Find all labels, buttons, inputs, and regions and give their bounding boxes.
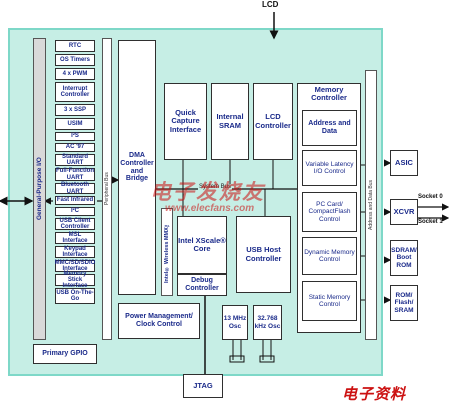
lcd-controller: LCD Controller (253, 83, 293, 160)
dynamic-memory-control: Dynamic Memory Control (302, 237, 357, 275)
asic-block: ASIC (390, 150, 418, 176)
peripheral-item: Interrupt Controller (55, 82, 95, 102)
peripheral-item: 3 x SSP (55, 104, 95, 116)
peripheral-item: RTC (55, 40, 95, 52)
rom-flash-sram-block: ROM/ Flash/ SRAM (390, 285, 418, 321)
watermark-url: www.elecfans.com (165, 203, 255, 214)
system-bus-label: System Bus (198, 184, 233, 190)
pc-card-compactflash-control: PC Card/ CompactFlash Control (302, 192, 357, 232)
wireless-mmx-bar: Intel® Wireless MMX™ (161, 208, 173, 296)
watermark-corner: 电子资料 (342, 385, 407, 403)
peripheral-item: Bluetooth UART (55, 182, 95, 195)
xscale-core: Intel XScale® Core (177, 216, 227, 274)
peripheral-item: Standard UART (55, 154, 95, 166)
socket0-label: Socket 0 (418, 194, 443, 200)
osc-13mhz: 13 MHz Osc (222, 305, 248, 340)
variable-latency-io-control: Variable Latency I/O Control (302, 150, 357, 186)
static-memory-control: Static Memory Control (302, 281, 357, 321)
jtag-block: JTAG (183, 374, 223, 398)
peripheral-item: USB Client Controller (55, 218, 95, 230)
socket1-label: Socket 1 (418, 219, 443, 225)
peripheral-item: Keypad Interface (55, 246, 95, 258)
internal-sram: Internal SRAM (211, 83, 249, 160)
address-data-block: Address and Data (302, 110, 357, 146)
general-purpose-io-bar: General-Purpose I/O (33, 38, 46, 340)
address-data-bus-bar: Address and Data Bus (365, 70, 377, 340)
debug-controller: Debug Controller (177, 274, 227, 296)
lcd-label: LCD (262, 0, 279, 9)
xcvr-block: XCVR (390, 199, 418, 225)
peripheral-item: OS Timers (55, 54, 95, 66)
usb-host-controller: USB Host Controller (236, 216, 291, 293)
sdram-boot-rom-block: SDRAM/ Boot ROM (390, 240, 418, 276)
peripheral-item: I²S (55, 132, 95, 141)
peripheral-item: I²C (55, 207, 95, 216)
peripheral-item: 4 x PWM (55, 68, 95, 80)
watermark-main: 电子发烧友 (150, 180, 265, 204)
peripheral-item: Memory Stick Interface (55, 271, 95, 289)
peripheral-item: USIM (55, 118, 95, 130)
power-management-clock-control: Power Management/ Clock Control (118, 303, 200, 339)
peripheral-item: MMC/SD/SDIO Interface (54, 259, 96, 272)
memory-controller-title: Memory Controller (311, 85, 347, 103)
dma-controller-bridge: DMA Controller and Bridge (118, 40, 156, 295)
peripheral-bus-bar: Peripheral Bus (102, 38, 112, 340)
peripheral-item: Full-Function UART (55, 168, 95, 181)
peripheral-item: USB On-The-Go (55, 288, 95, 304)
primary-gpio: Primary GPIO (33, 344, 97, 364)
peripheral-item: MSL Interface (55, 232, 95, 244)
peripheral-item: Fast Infrared (55, 196, 95, 205)
quick-capture-interface: Quick Capture Interface (164, 83, 207, 160)
peripheral-item: AC '97 (55, 143, 95, 152)
osc-32khz: 32.768 kHz Osc (253, 305, 282, 340)
